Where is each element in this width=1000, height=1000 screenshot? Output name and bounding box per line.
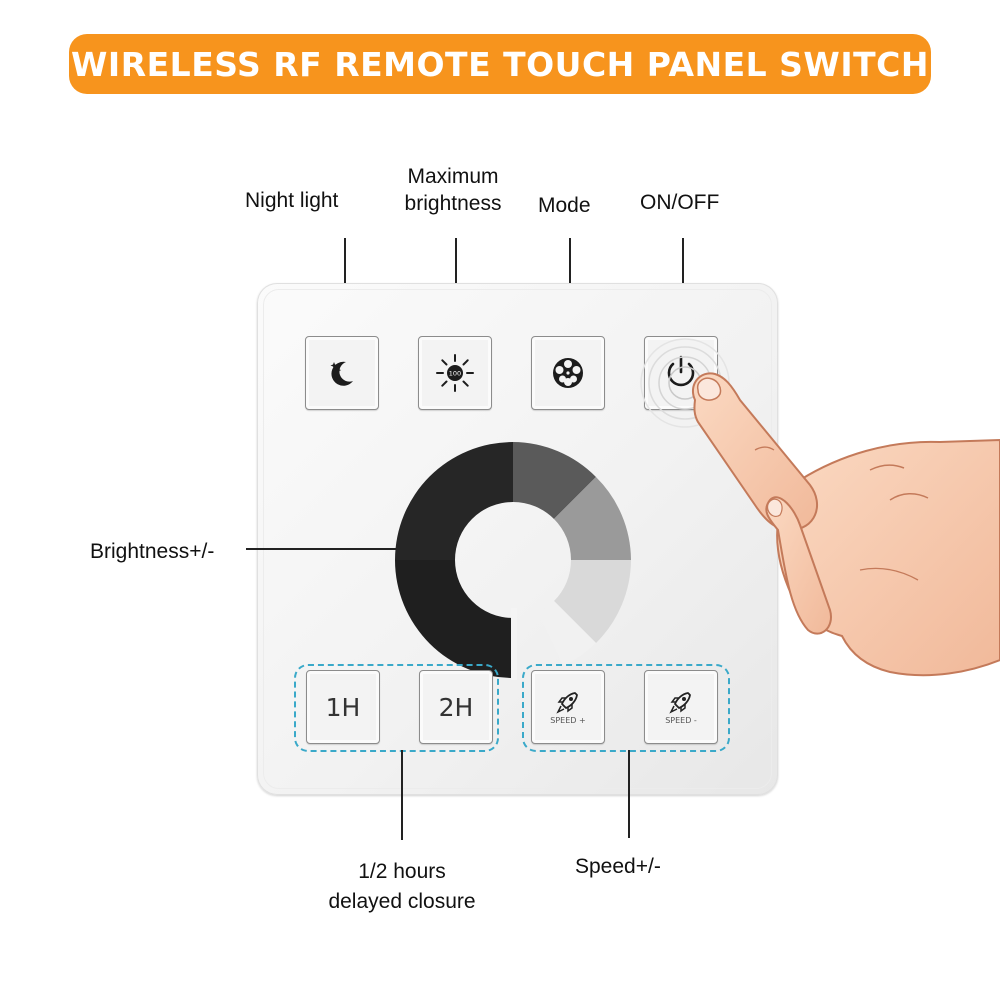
label-max-brightness-line2: brightness [404,192,502,215]
timer-2h-button[interactable]: 2H [419,670,493,744]
speed-minus-button[interactable]: SPEED - [644,670,718,744]
leader-line-night-light [344,238,346,308]
label-delay-line1: 1/2 hours [358,860,446,883]
speed-minus-label: SPEED - [665,716,697,725]
label-mode: Mode [538,194,591,217]
leader-line-brightness [246,548,396,550]
max-brightness-button[interactable]: 100 [418,336,492,410]
rocket-icon [555,689,581,715]
label-on-off: ON/OFF [640,191,720,214]
label-brightness: Brightness+/- [90,540,215,563]
leader-line-on-off [682,238,684,308]
leader-line-mode [569,238,571,308]
panel-glass-edge [263,289,772,789]
page-title: WIRELESS RF REMOTE TOUCH PANEL SWITCH [71,44,929,84]
speed-button-group [522,664,730,752]
rocket-icon [668,689,694,715]
timer-1h-label: 1H [325,692,361,722]
timer-1h-button[interactable]: 1H [306,670,380,744]
speed-plus-label: SPEED + [550,716,586,725]
label-delay-line2: delayed closure [328,890,476,913]
sun-icon-text: 100 [449,370,461,378]
mode-button[interactable] [531,336,605,410]
moon-stars-icon [322,353,362,393]
label-max-brightness-line1: Maximum [407,165,499,188]
pointing-hand-icon [692,372,1000,677]
power-icon [659,351,703,395]
brightness-dial[interactable] [393,440,633,680]
timer-2h-label: 2H [438,692,474,722]
title-banner: WIRELESS RF REMOTE TOUCH PANEL SWITCH [69,34,931,94]
leader-line-speed [628,750,630,838]
leader-line-max-brightness [455,238,457,308]
night-light-button[interactable] [305,336,379,410]
speed-plus-button[interactable]: SPEED + [531,670,605,744]
film-reel-icon [548,353,588,393]
sun-icon: 100 [433,351,477,395]
label-speed: Speed+/- [575,855,661,878]
leader-line-timer [401,750,403,840]
brightness-ring [395,442,631,680]
timer-button-group [294,664,499,752]
label-night-light: Night light [245,189,339,212]
